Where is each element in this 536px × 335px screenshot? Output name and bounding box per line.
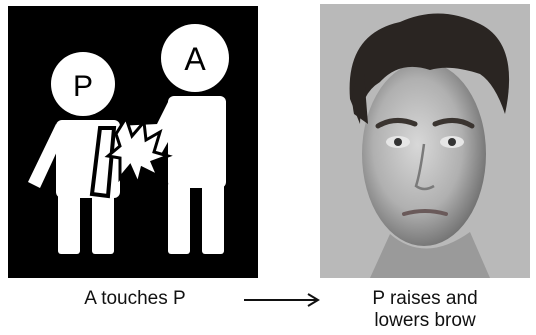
- person-a-label: A: [184, 41, 206, 77]
- touch-pictogram: P A: [8, 6, 258, 278]
- person-p-label: P: [73, 70, 93, 103]
- reaction-caption-line2: lowers brow: [374, 310, 476, 331]
- action-caption: A touches P: [60, 288, 210, 310]
- touch-burst: [104, 114, 173, 189]
- reaction-caption: P raises and lowers brow: [335, 288, 515, 332]
- reaction-caption-line1: P raises and: [372, 288, 478, 309]
- face-photo-icon: [320, 4, 530, 278]
- person-p-figure: [28, 52, 120, 254]
- face-photo: [320, 4, 530, 278]
- touch-pictogram-icon: P A: [28, 24, 229, 254]
- action-caption-text: A touches P: [84, 288, 186, 309]
- right-arrow-icon: [244, 293, 320, 307]
